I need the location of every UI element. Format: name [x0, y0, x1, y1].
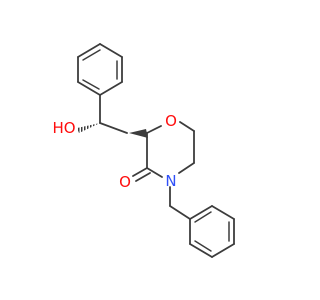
- bond: [135, 172, 151, 182]
- ring-nitrogen-label: N: [165, 172, 176, 190]
- bond: [179, 121, 195, 132]
- bond: [146, 167, 163, 178]
- top-phenyl-ring: [77, 43, 123, 96]
- bond: [211, 243, 235, 258]
- bond: [99, 81, 123, 96]
- structure-canvas: O O N HO: [52, 43, 235, 258]
- bond: [82, 49, 101, 61]
- bond: [77, 81, 101, 96]
- wedge-bond: [129, 129, 148, 138]
- bond: [211, 205, 235, 220]
- bond: [194, 211, 212, 223]
- bond: [194, 240, 212, 252]
- bond: [99, 122, 128, 134]
- bond: [99, 43, 123, 58]
- morpholine-ring: [146, 121, 195, 178]
- hashed-bond: [77, 123, 100, 133]
- bond: [169, 205, 191, 220]
- bond: [146, 125, 162, 134]
- bottom-phenyl-ring: [189, 205, 235, 258]
- bond: [178, 162, 195, 174]
- carbonyl-oxygen-label: O: [119, 173, 131, 191]
- bond: [82, 79, 100, 90]
- bond: [132, 167, 148, 177]
- hydroxyl-label: HO: [52, 119, 75, 137]
- bond: [189, 243, 213, 258]
- bond: [77, 43, 101, 58]
- bond: [189, 205, 213, 220]
- ring-oxygen-label: O: [165, 112, 177, 130]
- molecule-structure: O O N HO: [52, 43, 235, 258]
